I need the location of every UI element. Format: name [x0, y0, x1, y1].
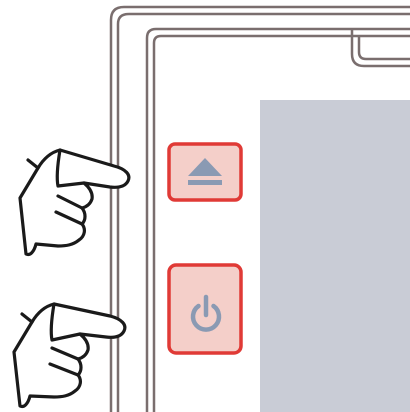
device-screen	[260, 100, 410, 412]
eject-button[interactable]	[169, 144, 241, 200]
hand-pointer-power	[14, 304, 125, 407]
power-button[interactable]	[169, 265, 241, 353]
hand-pointer-eject	[20, 150, 129, 255]
